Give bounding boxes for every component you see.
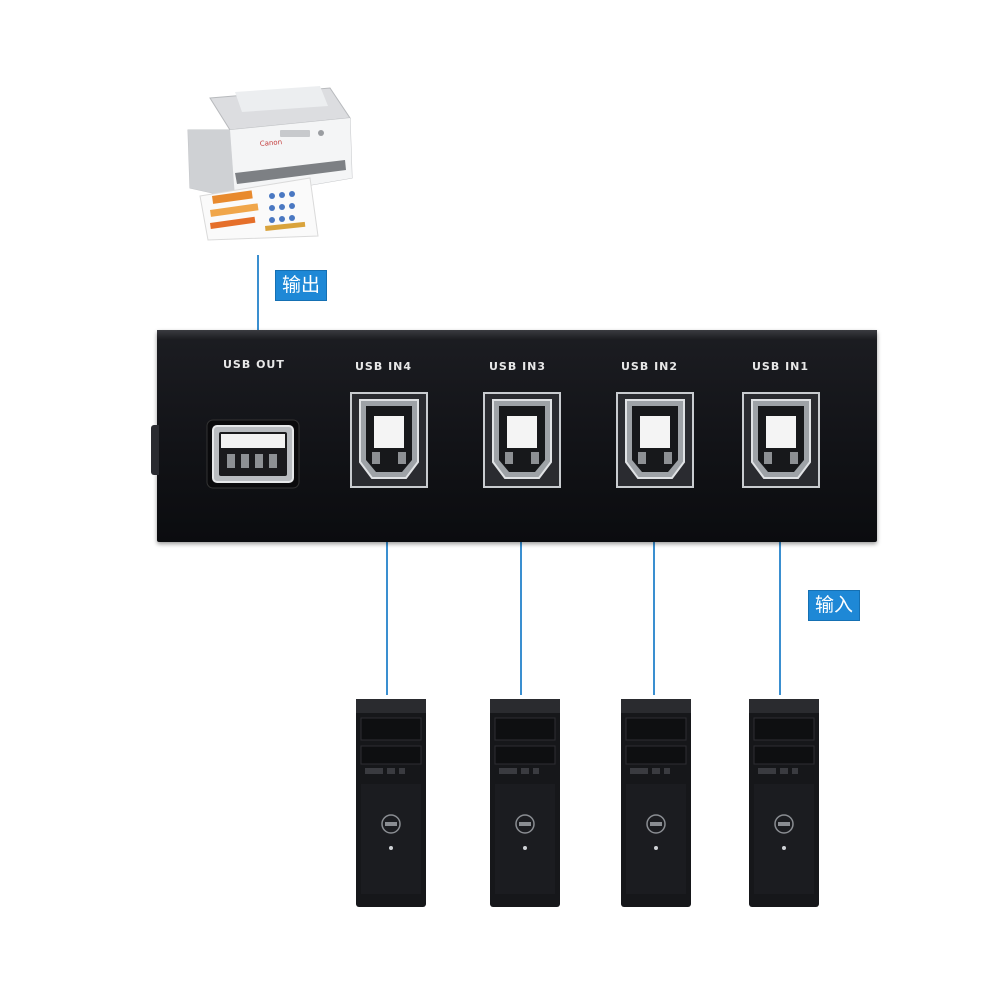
- usb-b-port-icon-in4[interactable]: [350, 392, 428, 488]
- port-label-out: USB OUT: [223, 358, 285, 371]
- printer-icon: Canon: [187, 86, 353, 241]
- port-label-in1: USB IN1: [752, 360, 810, 373]
- usb-a-port-icon[interactable]: [205, 418, 301, 490]
- printer-brand: Canon: [259, 138, 282, 148]
- desktop-tower-icon-pc4: [356, 699, 426, 907]
- desktop-tower-icon-pc3: [490, 699, 560, 907]
- port-label-in2: USB IN2: [621, 360, 679, 373]
- switch-top-edge: [157, 330, 877, 340]
- usb-b-port-icon-in3[interactable]: [483, 392, 561, 488]
- desktop-tower-icon-pc2: [621, 699, 691, 907]
- port-label-in4: USB IN4: [355, 360, 413, 373]
- switch-side-knob: [151, 425, 159, 475]
- output-label: 输出: [275, 270, 328, 301]
- usb-switch-box: USB OUT USB IN4 USB IN3 USB IN2 USB IN1: [151, 330, 877, 542]
- port-label-in3: USB IN3: [489, 360, 547, 373]
- desktop-tower-icon-pc1: [749, 699, 819, 907]
- usb-b-port-icon-in1[interactable]: [742, 392, 820, 488]
- input-label: 输入: [808, 590, 861, 621]
- usb-b-port-icon-in2[interactable]: [616, 392, 694, 488]
